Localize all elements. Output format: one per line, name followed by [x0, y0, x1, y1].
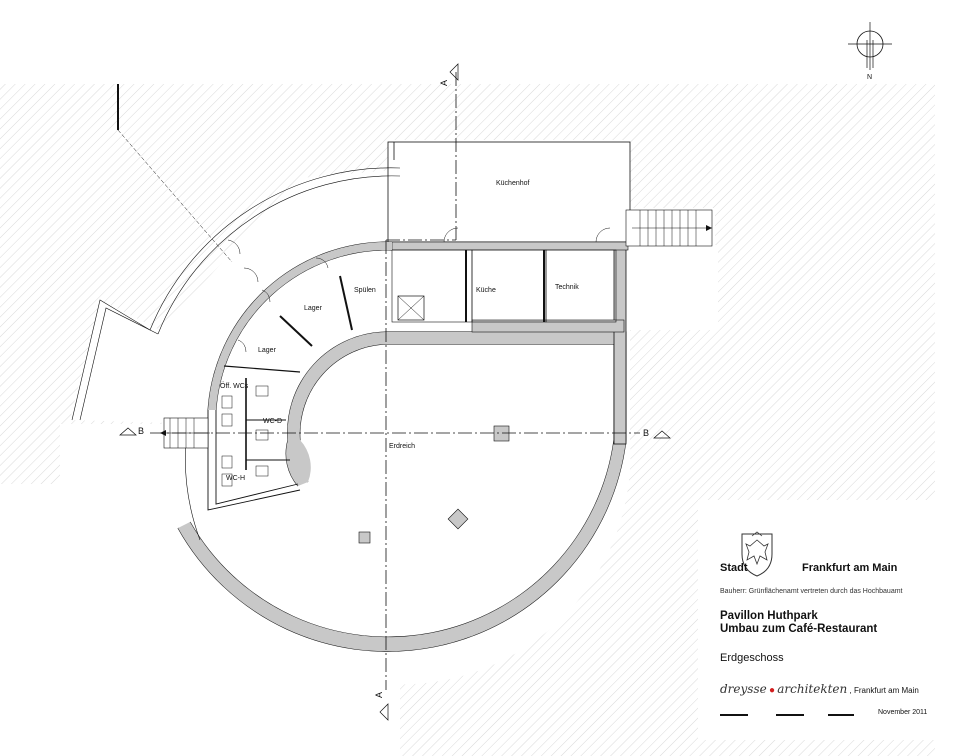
stair	[625, 209, 713, 247]
date-label: November 2011	[878, 709, 928, 716]
project-title: Pavillon Huthpark Umbau zum Café-Restaur…	[720, 610, 877, 636]
room-label-lager-lower: Lager	[258, 347, 277, 354]
rotunda-wall	[177, 243, 627, 652]
section-arrow-icon	[653, 430, 671, 439]
stadt-label: Stadt	[720, 562, 748, 574]
room-label-wc-h: WC-H	[226, 475, 245, 482]
section-label-b-right: B	[643, 428, 649, 438]
section-marker-a-bottom: A	[374, 692, 389, 721]
architect-city: , Frankfurt am Main	[849, 686, 919, 695]
building-mask	[70, 140, 718, 756]
room-label-spuelen: Spülen	[354, 287, 376, 294]
city-crest-icon	[741, 531, 773, 577]
room-labels: Küchenhof Spülen Küche Technik Lager Lag…	[220, 180, 579, 482]
terrace-outline	[71, 84, 401, 541]
scale-bar-segment	[776, 714, 804, 716]
room-label-kueche: Küche	[476, 287, 496, 294]
section-marker-b-right: B	[643, 428, 671, 439]
section-label-a-bottom: A	[374, 692, 384, 698]
room-label-kuechenhof: Küchenhof	[496, 180, 530, 187]
architect-name-b: architekten	[777, 682, 848, 696]
title-block: Stadt Frankfurt am Main Bauherr: Grünflä…	[698, 500, 948, 740]
scale-bar-segment	[828, 714, 854, 716]
section-arrow-icon	[379, 703, 389, 721]
section-arrow-icon	[119, 427, 137, 436]
room-label-wc-d: WC-D	[263, 418, 282, 425]
kitchen-block	[387, 141, 631, 323]
room-label-lager-upper: Lager	[304, 305, 323, 312]
architect-name-a: dreysse	[720, 682, 767, 696]
section-marker-a-top: A	[439, 63, 459, 86]
floor-name: Erdgeschoss	[720, 652, 784, 664]
section-arrow-icon	[449, 63, 459, 81]
section-marker-b-left: B	[119, 426, 144, 436]
section-label-a-top: A	[439, 80, 449, 86]
room-label-technik: Technik	[555, 284, 579, 291]
columns	[358, 425, 510, 544]
room-label-oeff-wcs: Öff. WCs	[220, 382, 249, 390]
client-line: Bauherr: Grünflächenamt vertreten durch …	[720, 588, 903, 595]
service-wing	[207, 241, 393, 511]
north-label: N	[867, 74, 872, 81]
room-label-erdreich: Erdreich	[389, 443, 415, 450]
scale-bar-segment	[720, 714, 748, 716]
architect-dot: ●	[768, 685, 775, 696]
city-name: Frankfurt am Main	[802, 562, 898, 574]
section-lines	[150, 72, 640, 690]
architect-line: dreysse ● architekten , Frankfurt am Mai…	[720, 682, 919, 696]
section-label-b-left: B	[138, 426, 144, 436]
project-title-line1: Pavillon Huthpark	[720, 610, 818, 622]
north-arrow-icon: N	[848, 22, 892, 81]
project-title-line2: Umbau zum Café-Restaurant	[720, 623, 878, 635]
